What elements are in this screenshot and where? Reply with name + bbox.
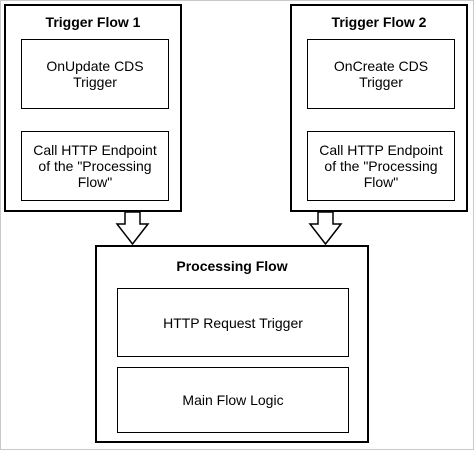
oncreate-cds-trigger-box: OnCreate CDS Trigger	[307, 39, 455, 109]
call-http-endpoint-label-1: Call HTTP Endpoint of the "Processing Fl…	[33, 142, 157, 190]
http-request-trigger-box: HTTP Request Trigger	[117, 288, 349, 357]
trigger-flow-1-container: Trigger Flow 1 OnUpdate CDS Trigger Call…	[4, 4, 182, 212]
processing-flow-title: Processing Flow	[176, 258, 288, 274]
onupdate-cds-trigger-box: OnUpdate CDS Trigger	[21, 39, 169, 109]
onupdate-cds-trigger-label: OnUpdate CDS Trigger	[46, 58, 144, 90]
main-flow-logic-box: Main Flow Logic	[117, 367, 349, 433]
call-http-endpoint-box-1: Call HTTP Endpoint of the "Processing Fl…	[21, 131, 169, 201]
http-request-trigger-label: HTTP Request Trigger	[163, 314, 303, 331]
trigger-flow-1-title: Trigger Flow 1	[45, 14, 141, 30]
main-flow-logic-label: Main Flow Logic	[182, 392, 284, 408]
down-arrow-icon	[115, 211, 150, 246]
down-arrow-icon	[308, 211, 343, 246]
processing-flow-container: Processing Flow HTTP Request Trigger Mai…	[95, 245, 369, 443]
call-http-endpoint-label-2: Call HTTP Endpoint of the "Processing Fl…	[319, 142, 443, 190]
call-http-endpoint-box-2: Call HTTP Endpoint of the "Processing Fl…	[307, 131, 455, 201]
oncreate-cds-trigger-label: OnCreate CDS Trigger	[333, 58, 429, 90]
trigger-flow-2-container: Trigger Flow 2 OnCreate CDS Trigger Call…	[290, 4, 468, 212]
trigger-flow-2-title: Trigger Flow 2	[331, 14, 427, 30]
